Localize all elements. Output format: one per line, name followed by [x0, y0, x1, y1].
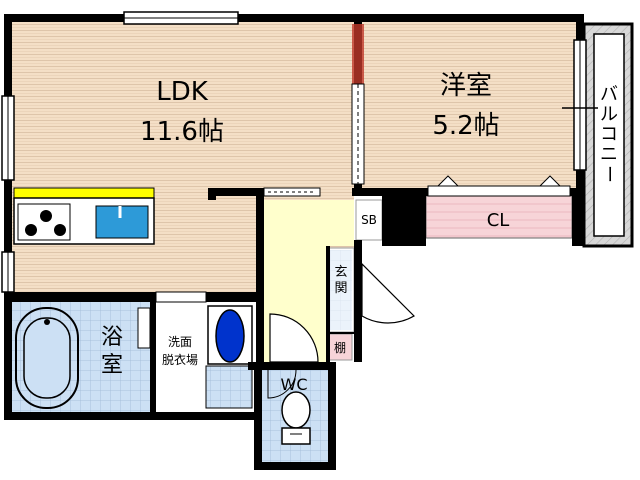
- swing-doors: [267, 262, 415, 399]
- entrance-label-char: 玄: [334, 265, 347, 280]
- closet-floor: [425, 195, 573, 239]
- shoebox-floor: [355, 199, 383, 241]
- washroom-label-line2: 脱衣場: [162, 352, 198, 367]
- toilet-label: WC: [281, 375, 308, 394]
- balcony-label-char: ル: [600, 104, 618, 125]
- balcony-label-char: コ: [600, 124, 618, 145]
- toilet-icon: [281, 391, 311, 445]
- washbasin-icon: [207, 305, 253, 365]
- entrance-label-char: 関: [334, 281, 347, 296]
- ldk-size: 11.6帖: [140, 117, 224, 147]
- entrance-tile: [330, 250, 352, 330]
- western-room-name: 洋室: [440, 71, 492, 101]
- washroom-label-line1: 洗面: [168, 335, 192, 349]
- washroom-mat: [205, 365, 253, 409]
- stove-burner-icon: [25, 224, 37, 236]
- windows: [1, 11, 598, 293]
- bath-label: 浴室: [101, 325, 123, 378]
- kitchen-sink: [95, 205, 149, 239]
- balcony-label-char: ー: [598, 165, 619, 183]
- balcony-label-char: バ: [600, 84, 618, 105]
- western-room-floor: [362, 22, 576, 188]
- sliding-doors: [137, 24, 571, 349]
- western-room-size: 5.2帖: [432, 111, 499, 141]
- balcony-label-char: ニ: [600, 144, 618, 165]
- closet-label: CL: [487, 210, 510, 231]
- balcony: [582, 22, 634, 248]
- bathtub-icon: [15, 307, 79, 409]
- ldk-name: LDK: [156, 77, 209, 107]
- shoebox-label: SB: [361, 213, 377, 227]
- stove-burner-icon: [40, 210, 52, 222]
- bath-label-char: 浴: [101, 325, 123, 350]
- bath-label-char: 室: [101, 353, 123, 378]
- kitchen-counter: [13, 187, 155, 245]
- shelf-label: 棚: [334, 340, 346, 355]
- entrance-label: 玄関: [334, 265, 347, 296]
- stove-burner-icon: [54, 224, 66, 236]
